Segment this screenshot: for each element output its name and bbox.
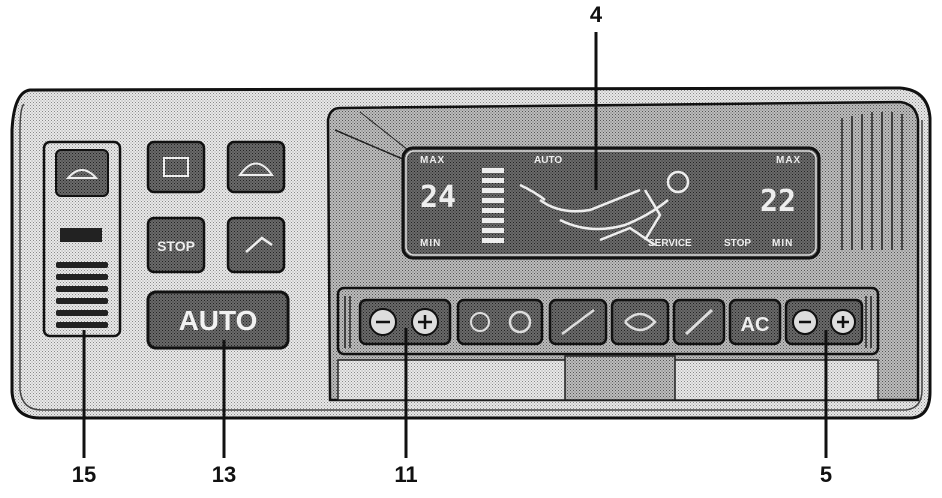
airflow-floor-button[interactable] <box>548 298 608 346</box>
rear-defrost-button[interactable] <box>146 140 206 194</box>
right-temp-buttons[interactable] <box>784 298 864 346</box>
display-auto-text: AUTO <box>534 155 563 166</box>
callout-15: 15 <box>71 462 97 487</box>
defrost-module <box>42 140 122 338</box>
display-stop-text: STOP <box>724 238 752 249</box>
display-temp-left: 24 <box>420 180 457 215</box>
display-temp-right: 22 <box>760 184 797 219</box>
callout-4: 4 <box>589 2 603 27</box>
front-defrost-button[interactable] <box>226 140 286 194</box>
stop-button[interactable]: STOP <box>146 216 206 274</box>
fan-buttons[interactable] <box>456 298 544 346</box>
ac-button[interactable]: AC <box>728 298 782 346</box>
auto-button-label: AUTO <box>179 305 258 336</box>
display-min-left: MIN <box>420 238 442 249</box>
auto-button[interactable]: AUTO <box>146 290 290 350</box>
airflow-windshield-button[interactable] <box>672 298 726 346</box>
display-max-left: MAX <box>420 155 446 166</box>
callout-11: 11 <box>394 462 418 487</box>
ac-button-label: AC <box>741 314 770 336</box>
recirculation-button[interactable] <box>226 216 286 274</box>
display-min-right: MIN <box>772 238 794 249</box>
display-max-right: MAX <box>776 155 802 166</box>
callout-5: 5 <box>819 462 833 487</box>
leader-lines <box>82 32 828 458</box>
lcd-display <box>401 146 821 260</box>
airflow-vent-button[interactable] <box>610 298 670 346</box>
callout-13: 13 <box>211 462 237 487</box>
display-service-text: SERVICE <box>648 238 692 249</box>
stop-button-label: STOP <box>157 238 195 254</box>
